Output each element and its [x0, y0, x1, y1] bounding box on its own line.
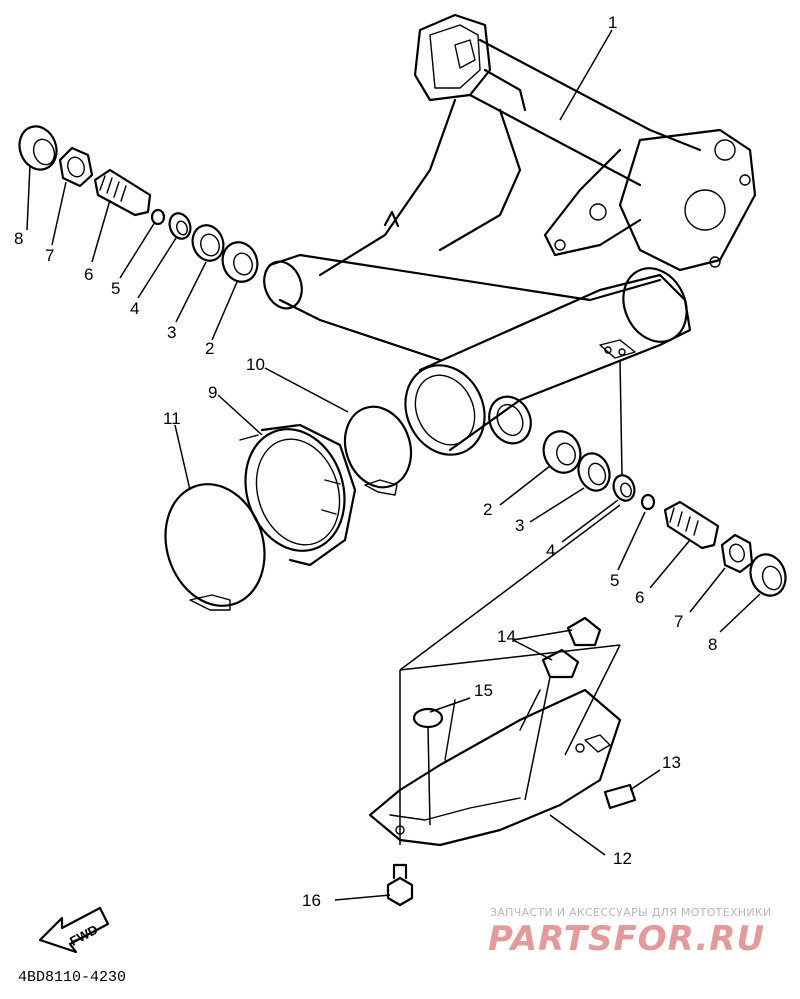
label-part-13: 13 — [662, 753, 681, 772]
label-part-14: 14 — [497, 627, 516, 646]
label-part-12: 12 — [613, 849, 632, 868]
watermark-tagline: ЗАПЧАСТИ И АКСЕССУАРЫ ДЛЯ МОТОТЕХНИКИ — [490, 906, 772, 919]
label-part-7-right: 7 — [674, 612, 683, 631]
watermark-brand: PARTSFOR.RU — [488, 919, 765, 959]
fwd-label: FWD — [67, 922, 100, 949]
swingarm-drawing — [263, 13, 757, 456]
boot-and-clamps — [164, 405, 413, 611]
label-part-10: 10 — [246, 355, 265, 374]
left-pivot-parts — [18, 125, 259, 283]
label-part-1: 1 — [608, 13, 617, 32]
label-part-3-left: 3 — [167, 323, 176, 342]
label-part-3-right: 3 — [515, 516, 524, 535]
label-part-5-left: 5 — [111, 279, 120, 298]
label-part-4-right: 4 — [546, 541, 555, 560]
label-part-6-left: 6 — [84, 265, 93, 284]
label-part-8-left: 8 — [14, 229, 23, 248]
label-part-7-left: 7 — [45, 246, 54, 265]
label-part-6-right: 6 — [635, 588, 644, 607]
label-part-8-right: 8 — [708, 635, 717, 654]
label-part-2-left: 2 — [205, 339, 214, 358]
label-part-11: 11 — [163, 409, 181, 428]
label-part-5-right: 5 — [610, 571, 619, 590]
chain-guard-parts — [368, 616, 637, 907]
label-part-9: 9 — [208, 383, 217, 402]
part-labels: 1 8 7 6 5 4 3 2 10 9 11 2 3 4 5 6 7 8 14… — [14, 13, 717, 910]
forward-direction-arrow: FWD — [38, 906, 110, 954]
label-part-15: 15 — [474, 681, 493, 700]
leader-lines — [26, 29, 761, 901]
diagram-code: 4BD8110-4230 — [18, 969, 126, 986]
label-part-16: 16 — [302, 891, 321, 910]
watermark: ЗАПЧАСТИ И АКСЕССУАРЫ ДЛЯ МОТОТЕХНИКИ PA… — [488, 906, 772, 959]
label-part-4-left: 4 — [130, 299, 139, 318]
label-part-2-right: 2 — [483, 500, 492, 519]
right-pivot-parts — [542, 430, 787, 597]
